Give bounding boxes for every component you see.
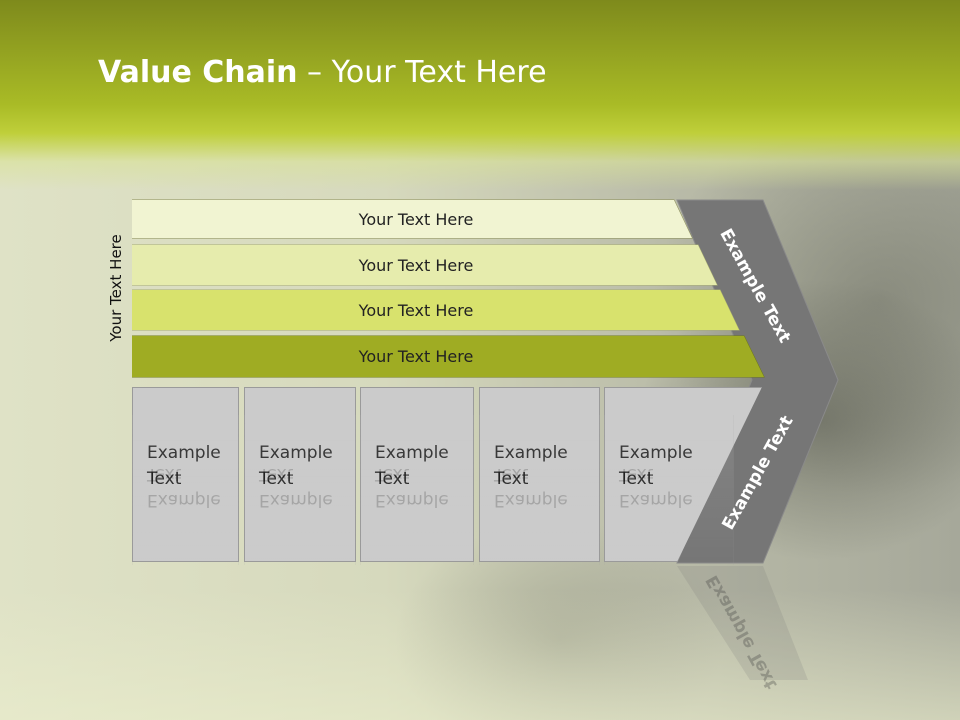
reflection-2-line1: Example: [259, 490, 333, 510]
reflection-2-line2: Text: [259, 464, 294, 484]
value-bar-2-label: Your Text Here: [358, 255, 474, 275]
reflection-3-line1: Example: [375, 490, 449, 510]
value-bar-3: Your Text Here: [132, 290, 739, 330]
activity-box-4-line1: Example: [494, 443, 568, 463]
header-band: [0, 0, 960, 190]
activity-box-5-line2: Text: [619, 469, 654, 489]
activity-box-1-line1: Example: [147, 443, 221, 463]
activity-box-3-line1: Example: [375, 443, 449, 463]
activity-box-2-line1: Example: [259, 443, 333, 463]
reflection-5-line1: Example: [619, 490, 693, 510]
chevron-reflection: [677, 566, 808, 680]
activity-box-4-line2: Text: [494, 469, 529, 489]
value-bar-2: Your Text Here: [132, 245, 717, 285]
activity-box-3-line2: Text: [375, 469, 410, 489]
value-bar-4-label: Your Text Here: [358, 347, 474, 366]
reflection-4-line1: Example: [494, 490, 568, 510]
value-bar-1: Your Text Here: [132, 200, 692, 238]
slide-title: Value Chain – Your Text Here: [98, 55, 547, 90]
activity-box-1-line2: Text: [147, 469, 182, 489]
reflection-1-line2: Text: [147, 464, 182, 484]
value-bar-1-label: Your Text Here: [358, 209, 474, 229]
reflection-3-line2: Text: [375, 464, 410, 484]
title-bold: Value Chain: [98, 55, 298, 90]
reflection-1-line1: Example: [147, 490, 221, 510]
value-bar-4: Your Text Here: [132, 336, 764, 377]
reflection-4-line2: Text: [494, 464, 529, 484]
bottom-fade: [0, 590, 960, 720]
reflection-5-line2: Text: [619, 464, 654, 484]
activity-box-5-line1: Example: [619, 443, 693, 463]
activity-box-2-line2: Text: [259, 469, 294, 489]
title-rest: – Your Text Here: [297, 55, 547, 90]
value-bar-3-label: Your Text Here: [358, 300, 474, 320]
